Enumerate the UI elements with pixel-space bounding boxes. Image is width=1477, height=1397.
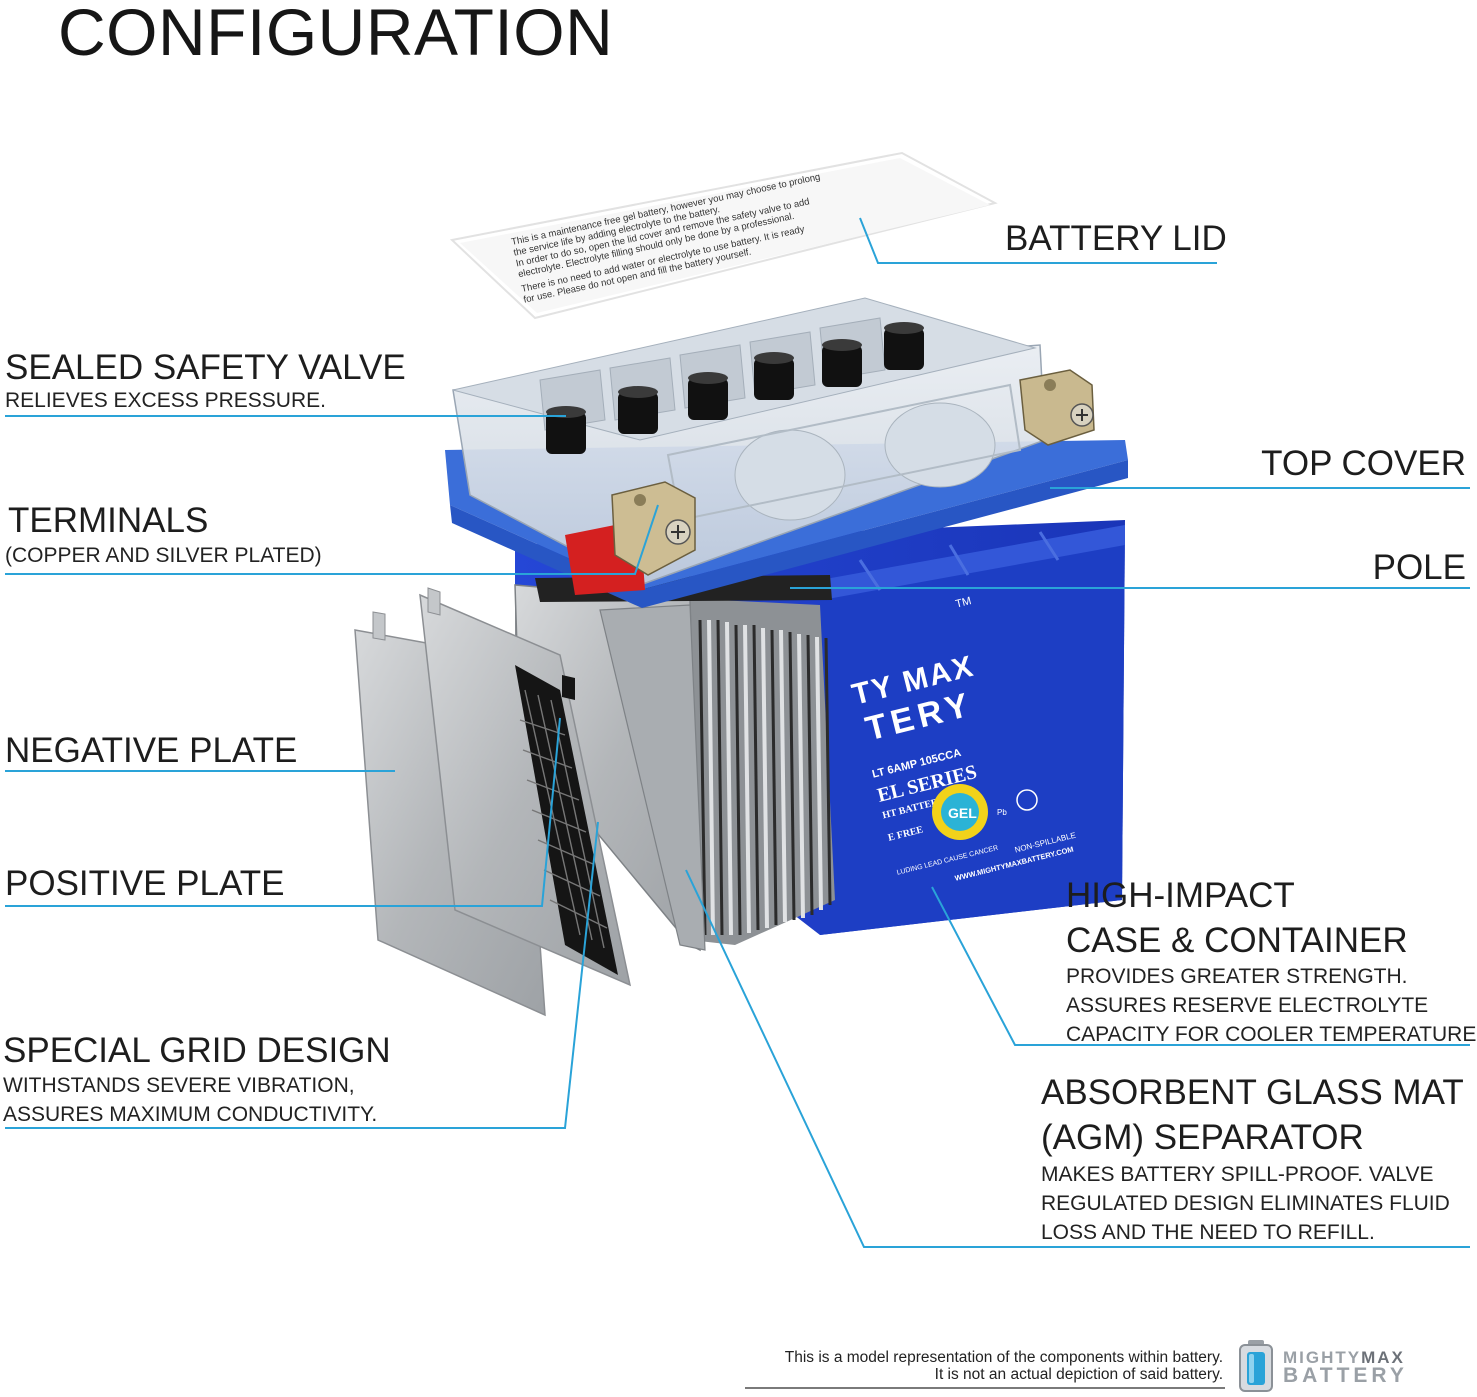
leader-high-impact-case bbox=[931, 886, 1470, 1046]
label-high-impact-case-title1: HIGH-IMPACT bbox=[1066, 876, 1295, 915]
footer-disclaimer: This is a model representation of the co… bbox=[785, 1349, 1223, 1383]
brand-wordmark-line2: BATTERY bbox=[1283, 1364, 1408, 1387]
agm-separator-graphic bbox=[599, 604, 706, 951]
case-pb: Pb bbox=[997, 808, 1007, 817]
label-agm-separator: ABSORBENT GLASS MAT (AGM) SEPARATOR MAKE… bbox=[1041, 1070, 1464, 1247]
battery-logo-icon bbox=[1239, 1340, 1273, 1392]
label-positive-plate: POSITIVE PLATE bbox=[5, 864, 285, 903]
label-agm-separator-title1: ABSORBENT GLASS MAT bbox=[1041, 1073, 1464, 1112]
label-high-impact-case-sub2: ASSURES RESERVE ELECTROLYTE bbox=[1066, 994, 1429, 1017]
leader-special-grid-design bbox=[5, 821, 599, 1129]
label-negative-plate: NEGATIVE PLATE bbox=[5, 731, 298, 770]
label-battery-lid: BATTERY LID bbox=[1005, 219, 1227, 258]
recycle-icon: Pb bbox=[997, 789, 1038, 817]
footer-disclaimer-line2: It is not an actual depiction of said ba… bbox=[934, 1366, 1223, 1383]
brand-wordmark: MIGHTYMAX BATTERY bbox=[1283, 1348, 1408, 1387]
label-terminals: TERMINALS bbox=[8, 501, 209, 540]
label-special-grid-design: SPECIAL GRID DESIGN WITHSTANDS SEVERE VI… bbox=[3, 1031, 391, 1129]
safety-valve-icons bbox=[546, 322, 924, 454]
label-top-cover: TOP COVER bbox=[1261, 444, 1466, 483]
grid-plate-graphic bbox=[515, 665, 618, 975]
footer-disclaimer-line1: This is a model representation of the co… bbox=[784, 1349, 1223, 1366]
footer-divider bbox=[745, 1387, 1225, 1389]
label-high-impact-case-sub1: PROVIDES GREATER STRENGTH. bbox=[1066, 965, 1408, 988]
negative-terminal-icon bbox=[1019, 369, 1095, 446]
label-terminals-subtitle: (COPPER AND SILVER PLATED) bbox=[5, 544, 322, 567]
label-pole: POLE bbox=[1372, 548, 1466, 587]
case-trademark: TM bbox=[954, 595, 972, 610]
brand-wordmark-part1: MIGHTY bbox=[1283, 1348, 1362, 1367]
leader-terminals bbox=[5, 504, 659, 575]
label-special-grid-design-title: SPECIAL GRID DESIGN bbox=[3, 1031, 391, 1070]
label-sealed-safety-valve: SEALED SAFETY VALVE bbox=[5, 348, 406, 387]
label-agm-separator-title2: (AGM) SEPARATOR bbox=[1041, 1118, 1364, 1157]
gel-badge-text: GEL bbox=[948, 805, 977, 821]
label-high-impact-case: HIGH-IMPACT CASE & CONTAINER PROVIDES GR… bbox=[1066, 872, 1477, 1049]
label-sealed-safety-valve-subtitle: RELIEVES EXCESS PRESSURE. bbox=[5, 389, 326, 412]
brand-wordmark-part2: MAX bbox=[1361, 1348, 1405, 1367]
gel-badge-icon: GEL bbox=[932, 784, 988, 840]
label-special-grid-design-sub2: ASSURES MAXIMUM CONDUCTIVITY. bbox=[3, 1103, 378, 1126]
leader-agm-separator bbox=[685, 869, 1470, 1248]
label-agm-separator-sub2: REGULATED DESIGN ELIMINATES FLUID bbox=[1041, 1192, 1450, 1215]
label-agm-separator-sub1: MAKES BATTERY SPILL-PROOF. VALVE bbox=[1041, 1163, 1434, 1186]
label-agm-separator-sub3: LOSS AND THE NEED TO REFILL. bbox=[1041, 1221, 1375, 1244]
positive-terminal-icon bbox=[565, 481, 696, 595]
battery-lid-sticker: This is a maintenance free gel battery, … bbox=[449, 151, 998, 320]
page-title: CONFIGURATION bbox=[58, 0, 614, 69]
leader-positive-plate bbox=[5, 717, 561, 907]
leader-battery-lid bbox=[859, 217, 1217, 264]
label-high-impact-case-title2: CASE & CONTAINER bbox=[1066, 921, 1408, 960]
label-special-grid-design-sub1: WITHSTANDS SEVERE VIBRATION, bbox=[3, 1074, 355, 1097]
leader-lines bbox=[5, 217, 1470, 1248]
label-high-impact-case-sub3: CAPACITY FOR COOLER TEMPERATURES. bbox=[1066, 1023, 1477, 1046]
